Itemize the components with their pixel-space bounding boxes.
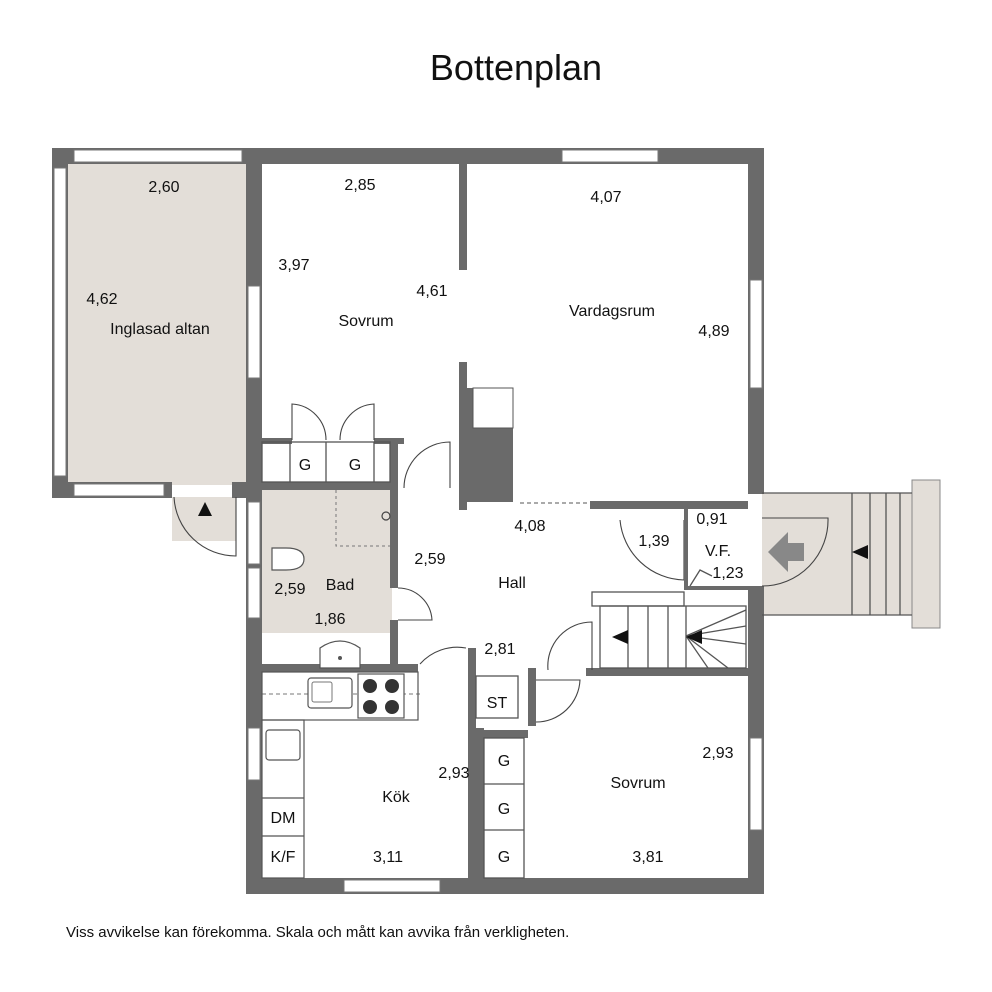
dim-vf-right: 1,23 [712,565,743,582]
bathroom-fixtures [271,490,391,669]
room-label-sovrum-top: Sovrum [338,313,393,330]
kitchen-fixtures [261,671,420,879]
entrance-arrow-icon [768,532,804,572]
closet-label-5: G [498,849,510,866]
room-label-kok: Kök [382,789,411,806]
dim-vardag-h: 4,89 [698,323,729,340]
dim-sovrum-top-w: 2,85 [344,177,375,194]
closets [261,441,525,879]
storage-label-st: ST [487,695,508,712]
dim-vardag-left: 4,61 [416,283,447,300]
closet-label-3: G [498,753,510,770]
dim-vf-left: 1,39 [638,533,669,550]
entry-landing [911,479,941,629]
room-label-vf: V.F. [705,543,731,560]
dim-vf-top: 0,91 [696,511,727,528]
room-label-sovrum-bottom: Sovrum [610,775,665,792]
dim-sovrum-bottom-w: 3,81 [632,849,663,866]
doors [173,403,829,723]
fireplace [467,387,588,504]
dim-vardag-bottom: 4,08 [514,518,545,535]
washbasin-icon [319,640,361,669]
dim-kok-h: 2,93 [438,765,469,782]
altan-arrow-icon [198,502,212,516]
entry-stair [762,492,912,616]
dim-altan-h: 4,62 [86,291,117,308]
toilet-icon [271,547,305,571]
room-label-bad: Bad [326,577,354,594]
dim-bad-h: 2,59 [274,581,305,598]
room-label-hall: Hall [498,575,526,592]
room-label-vardagsrum: Vardagsrum [569,303,655,320]
plan-title: Bottenplan [430,47,602,88]
windows [53,149,763,893]
vf-outline [684,509,748,590]
dim-bad-w: 1,86 [314,611,345,628]
closet-label-2: G [349,457,361,474]
side-sink-icon [265,729,301,761]
closet-label-4: G [498,801,510,818]
dim-sovrum-top-h: 3,97 [278,257,309,274]
dim-hall-w: 2,81 [484,641,515,658]
dim-vardag-w: 4,07 [590,189,621,206]
dim-sovrum-bottom-h: 2,93 [702,745,733,762]
appliance-label-dm: DM [271,810,296,827]
dim-altan-w: 2,60 [148,179,179,196]
altan-step [172,497,236,541]
shower-icon [381,511,391,521]
disclaimer: Viss avvikelse kan förekomma. Skala och … [66,924,569,941]
room-label-altan: Inglasad altan [110,321,210,338]
interior-stair [591,591,747,669]
dim-hall-h: 2,59 [414,551,445,568]
sink-icon [307,677,353,709]
dim-kok-w: 3,11 [373,849,403,866]
altan-floor [68,163,248,485]
appliance-label-kf: K/F [271,849,296,866]
closet-label-1: G [299,457,311,474]
